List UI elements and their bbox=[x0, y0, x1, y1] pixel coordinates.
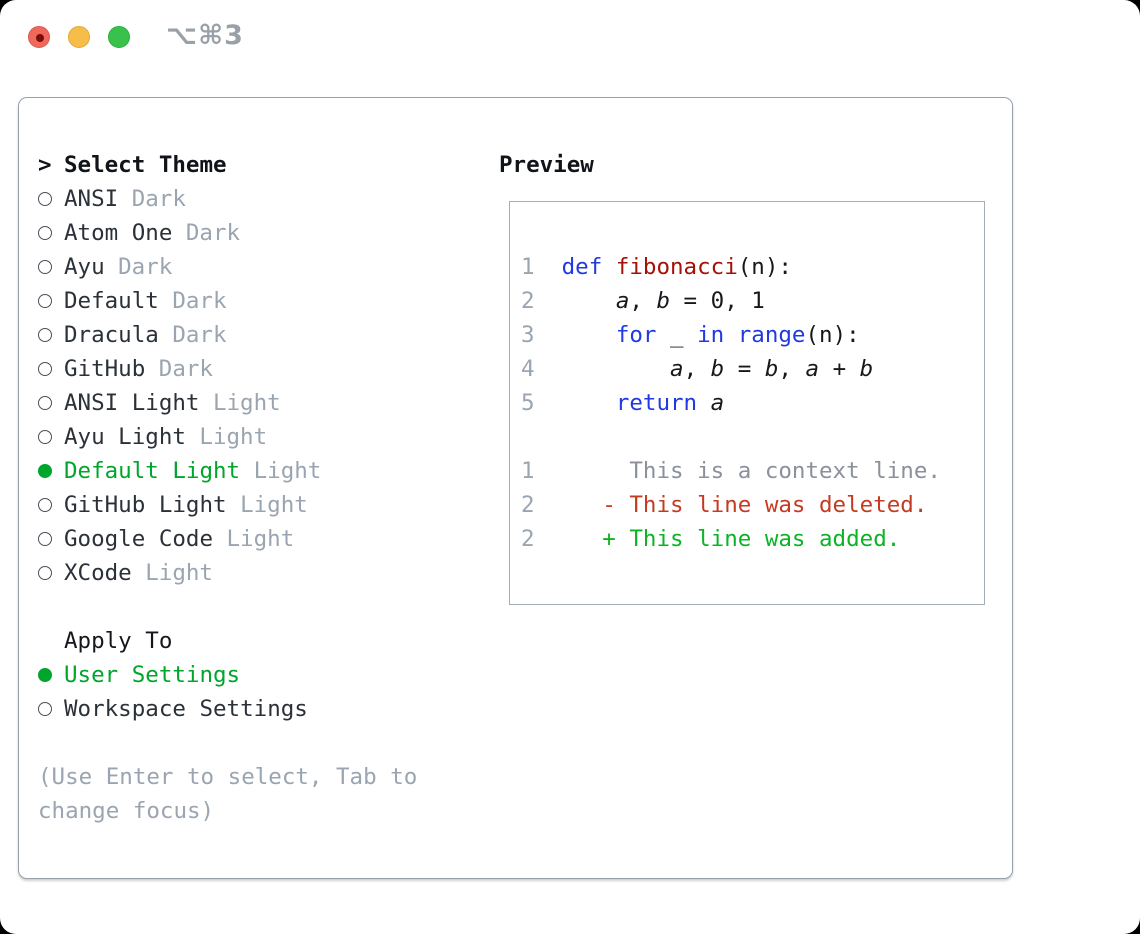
radio-unselected-icon bbox=[38, 532, 52, 546]
radio-unselected-icon bbox=[38, 498, 52, 512]
preview-title: Preview bbox=[499, 152, 594, 178]
apply-to-header: Apply To bbox=[38, 624, 417, 658]
blank-line bbox=[521, 420, 941, 454]
radio-unselected-icon bbox=[38, 328, 52, 342]
apply-to-title: Apply To bbox=[64, 628, 173, 654]
radio-unselected-icon bbox=[38, 294, 52, 308]
apply-option-user-settings[interactable]: User Settings bbox=[38, 658, 417, 692]
help-hint-line1: (Use Enter to select, Tab to bbox=[38, 764, 418, 790]
line-number: 1 bbox=[521, 458, 535, 484]
radio-unselected-icon bbox=[38, 226, 52, 240]
apply-option-workspace-settings[interactable]: Workspace Settings bbox=[38, 692, 417, 726]
spacer bbox=[38, 590, 417, 624]
line-number: 2 bbox=[521, 288, 535, 314]
help-hint-line2: change focus) bbox=[38, 798, 215, 824]
line-number: 3 bbox=[521, 322, 535, 348]
radio-unselected-icon bbox=[38, 260, 52, 274]
focus-caret-icon: > bbox=[38, 152, 52, 178]
code-line: 5 return a bbox=[521, 386, 941, 420]
diff-deleted-line: 2 - This line was deleted. bbox=[521, 488, 941, 522]
diff-added-line: 2 + This line was added. bbox=[521, 522, 941, 556]
radio-unselected-icon bbox=[38, 430, 52, 444]
radio-unselected-icon bbox=[38, 566, 52, 580]
radio-selected-icon bbox=[38, 668, 52, 682]
radio-unselected-icon bbox=[38, 362, 52, 376]
line-number: 2 bbox=[521, 526, 535, 552]
line-number: 2 bbox=[521, 492, 535, 518]
diff-context-line: 1 This is a context line. bbox=[521, 454, 941, 488]
radio-unselected-icon bbox=[38, 192, 52, 206]
keyboard-shortcut-label: ⌥⌘3 bbox=[166, 20, 244, 51]
spacer bbox=[38, 726, 417, 760]
window-controls bbox=[28, 26, 130, 48]
preview-content: 1 def fibonacci(n): 2 a, b = 0, 1 3 for … bbox=[521, 250, 941, 556]
radio-unselected-icon bbox=[38, 702, 52, 716]
line-number: 1 bbox=[521, 254, 535, 280]
code-line: 1 def fibonacci(n): bbox=[521, 250, 941, 284]
select-theme-title: Select Theme bbox=[64, 152, 227, 178]
line-number: 4 bbox=[521, 356, 535, 382]
line-number: 5 bbox=[521, 390, 535, 416]
minimize-window-icon[interactable] bbox=[68, 26, 90, 48]
preview-box bbox=[509, 201, 985, 605]
code-line: 3 for _ in range(n): bbox=[521, 318, 941, 352]
select-theme-header: > Select Theme bbox=[38, 148, 417, 182]
maximize-window-icon[interactable] bbox=[108, 26, 130, 48]
radio-unselected-icon bbox=[38, 396, 52, 410]
code-line: 4 a, b = b, a + b bbox=[521, 352, 941, 386]
close-window-icon[interactable] bbox=[28, 26, 50, 48]
radio-selected-icon bbox=[38, 464, 52, 478]
code-line: 2 a, b = 0, 1 bbox=[521, 284, 941, 318]
